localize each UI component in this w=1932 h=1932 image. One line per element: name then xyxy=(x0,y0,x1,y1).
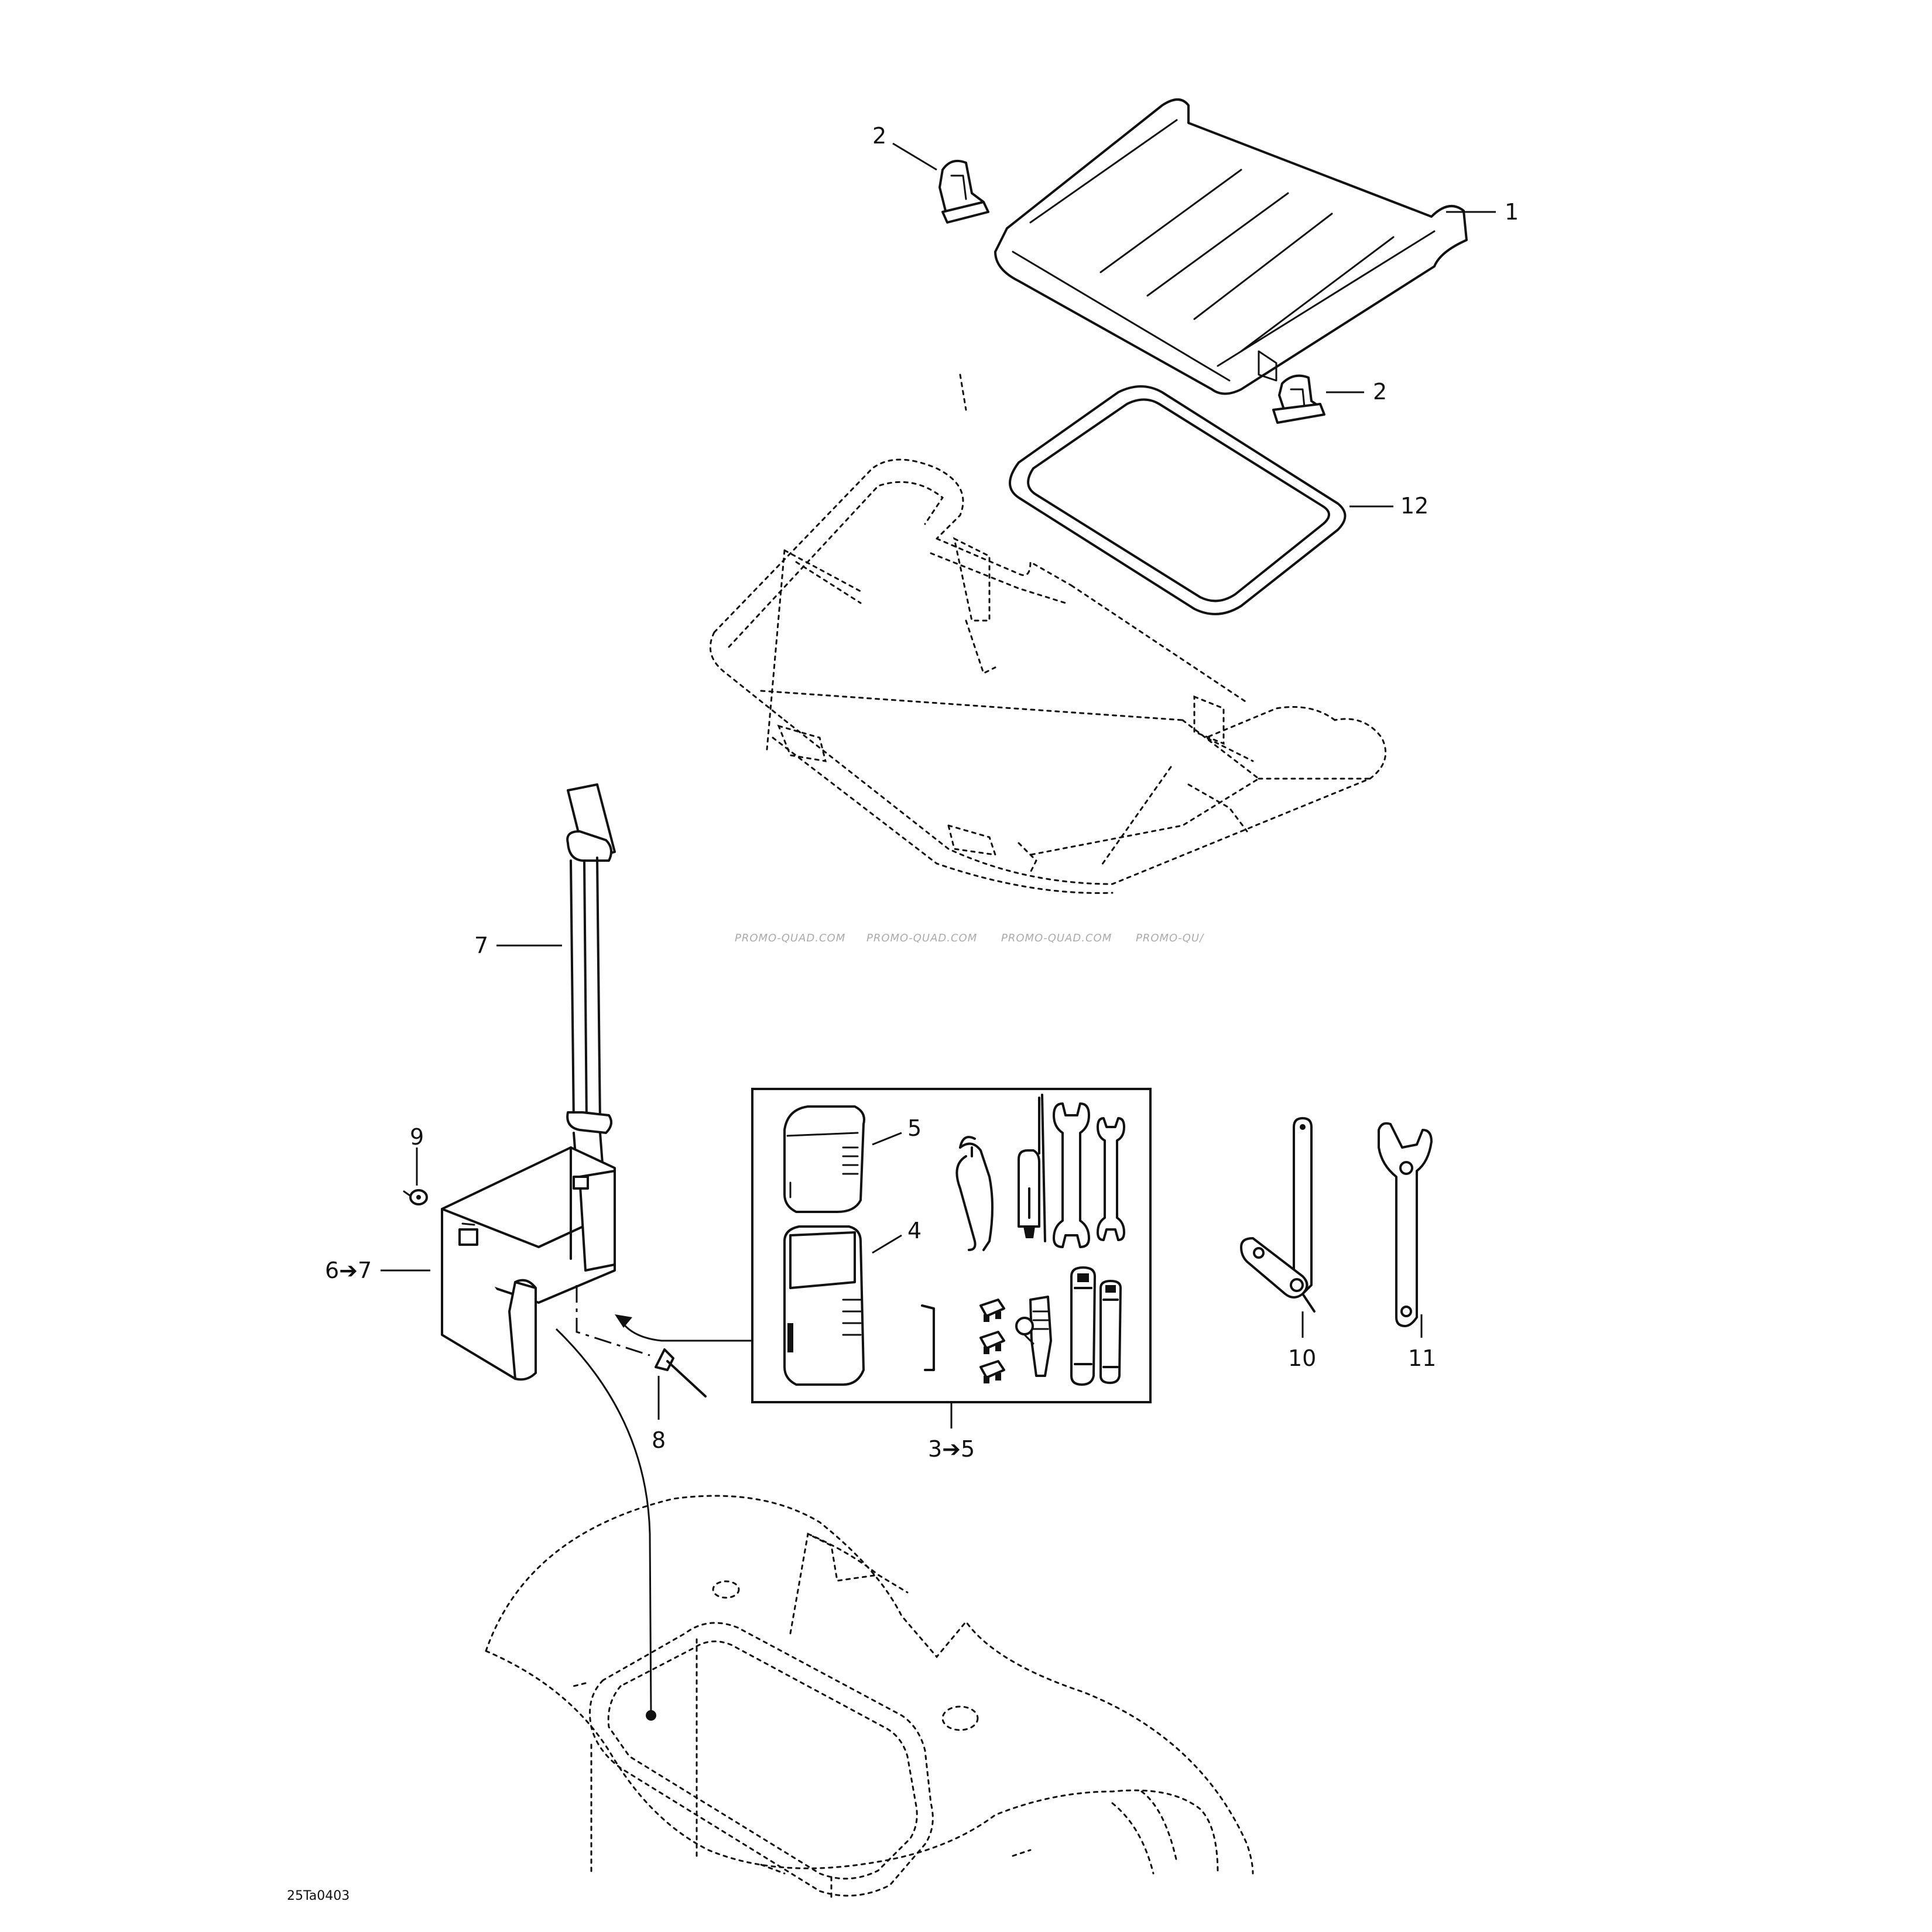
callout-labels: 1 2 2 12 7 9 6➔7 5 4 8 3➔5 10 11 xyxy=(325,123,1519,1462)
callout-11: 11 xyxy=(1408,1345,1436,1371)
tool-bag-open xyxy=(783,1225,865,1386)
rivet xyxy=(576,1285,707,1397)
washer xyxy=(403,1189,428,1205)
callout-7: 7 xyxy=(474,933,488,958)
watermark-text-4: PROMO-QU/ xyxy=(1136,932,1204,944)
figure-reference: 25Ta0403 xyxy=(287,1889,350,1903)
open-wrench-small xyxy=(1097,1117,1125,1241)
socket-wrench-large xyxy=(1070,1266,1096,1386)
callout-12: 12 xyxy=(1400,493,1429,519)
assembly-arrowhead xyxy=(615,1314,632,1328)
tool-kit-box xyxy=(751,1088,1152,1403)
callout-10: 10 xyxy=(1288,1345,1316,1371)
callout-8: 8 xyxy=(652,1427,666,1453)
storage-strap xyxy=(566,783,616,1172)
callout-3-to-5: 3➔5 xyxy=(928,1436,975,1462)
location-dot xyxy=(646,1710,656,1721)
open-wrench-large xyxy=(1053,1102,1090,1248)
seat-cushion xyxy=(994,98,1468,395)
socket-wrench-small xyxy=(1099,1280,1122,1384)
callout-2-upper: 2 xyxy=(872,123,886,149)
watermark-text-1: PROMO-QUAD.COM xyxy=(735,932,845,944)
fuse-puller xyxy=(1029,1296,1052,1377)
callout-4: 4 xyxy=(907,1218,922,1244)
tool-11 xyxy=(1378,1122,1433,1327)
callout-5: 5 xyxy=(907,1115,922,1141)
watermark: PROMO-QUAD.COM PROMO-QUAD.COM PROMO-QUAD… xyxy=(735,932,1204,944)
allen-key xyxy=(921,1304,935,1371)
clip-upper xyxy=(938,160,989,224)
watermark-text-2: PROMO-QUAD.COM xyxy=(866,932,977,944)
callout-6-to-7: 6➔7 xyxy=(325,1258,372,1283)
clip-lower xyxy=(1272,374,1325,424)
pliers xyxy=(959,1142,994,1251)
leader-lines xyxy=(381,142,1496,1429)
callout-1: 1 xyxy=(1505,199,1519,225)
seat-gasket xyxy=(1009,385,1347,615)
assembly-arrow xyxy=(619,1320,752,1342)
tool-bag-closed xyxy=(783,1105,865,1213)
callout-2-lower: 2 xyxy=(1373,379,1387,405)
callout-9: 9 xyxy=(410,1124,424,1150)
fuses xyxy=(979,1299,1005,1383)
tool-box-bracket xyxy=(441,1146,616,1381)
vehicle-body xyxy=(485,1495,1254,1898)
tool-10 xyxy=(1240,1117,1316,1313)
watermark-text-3: PROMO-QUAD.COM xyxy=(1001,932,1112,944)
location-curve xyxy=(555,1328,652,1716)
rack-frame xyxy=(709,374,1387,894)
